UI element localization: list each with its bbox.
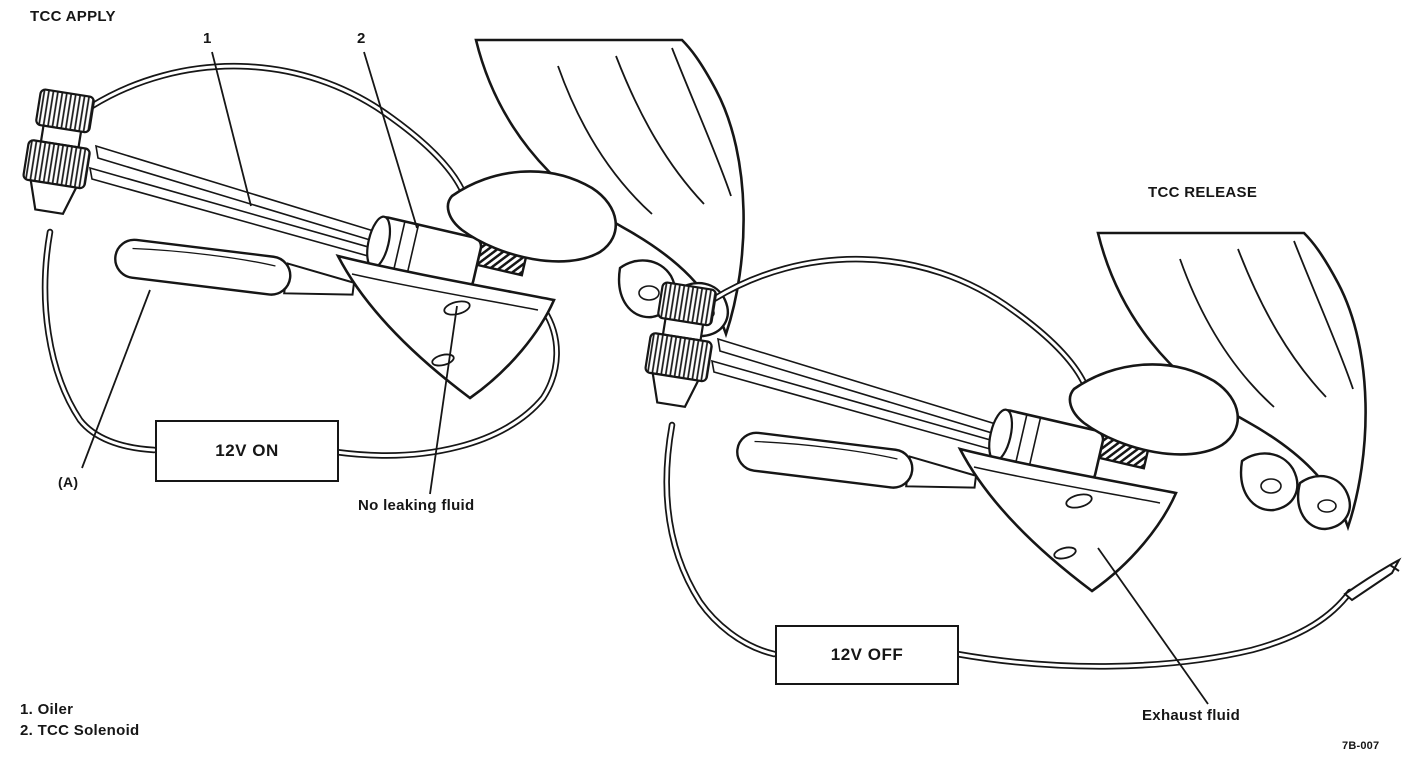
callout-1-label: 1 [203, 30, 212, 47]
power-box-12v-off-label: 12V OFF [830, 645, 904, 664]
note-exhaust-fluid: Exhaust fluid [1142, 707, 1241, 724]
leader-line-callout-a [81, 289, 151, 469]
leader-line-no-leaking-fluid [429, 305, 458, 495]
panel-title-tcc-apply: TCC APPLY [30, 8, 116, 25]
panel-title-tcc-release: TCC RELEASE [1148, 184, 1258, 201]
battery-wire [953, 588, 1354, 670]
figure-code: 7B-007 [1342, 740, 1380, 752]
tcc-release-drawing [640, 233, 1402, 705]
power-box-12v-off: 12V OFF [775, 625, 959, 685]
probe-tip [1343, 557, 1402, 602]
leader-line-callout-1 [211, 51, 252, 207]
leader-line-callout-2 [363, 51, 418, 229]
tcc-apply-drawing [18, 40, 743, 495]
legend-item-tcc-solenoid: 2. TCC Solenoid [20, 722, 140, 739]
power-box-12v-on: 12V ON [155, 420, 339, 482]
callout-a-label: (A) [58, 474, 79, 490]
legend-item-oiler: 1. Oiler [20, 701, 74, 718]
callout-2-label: 2 [357, 30, 366, 47]
leader-line-exhaust-fluid [1097, 547, 1209, 705]
power-box-12v-on-label: 12V ON [215, 441, 279, 460]
note-no-leaking-fluid: No leaking fluid [358, 497, 475, 514]
